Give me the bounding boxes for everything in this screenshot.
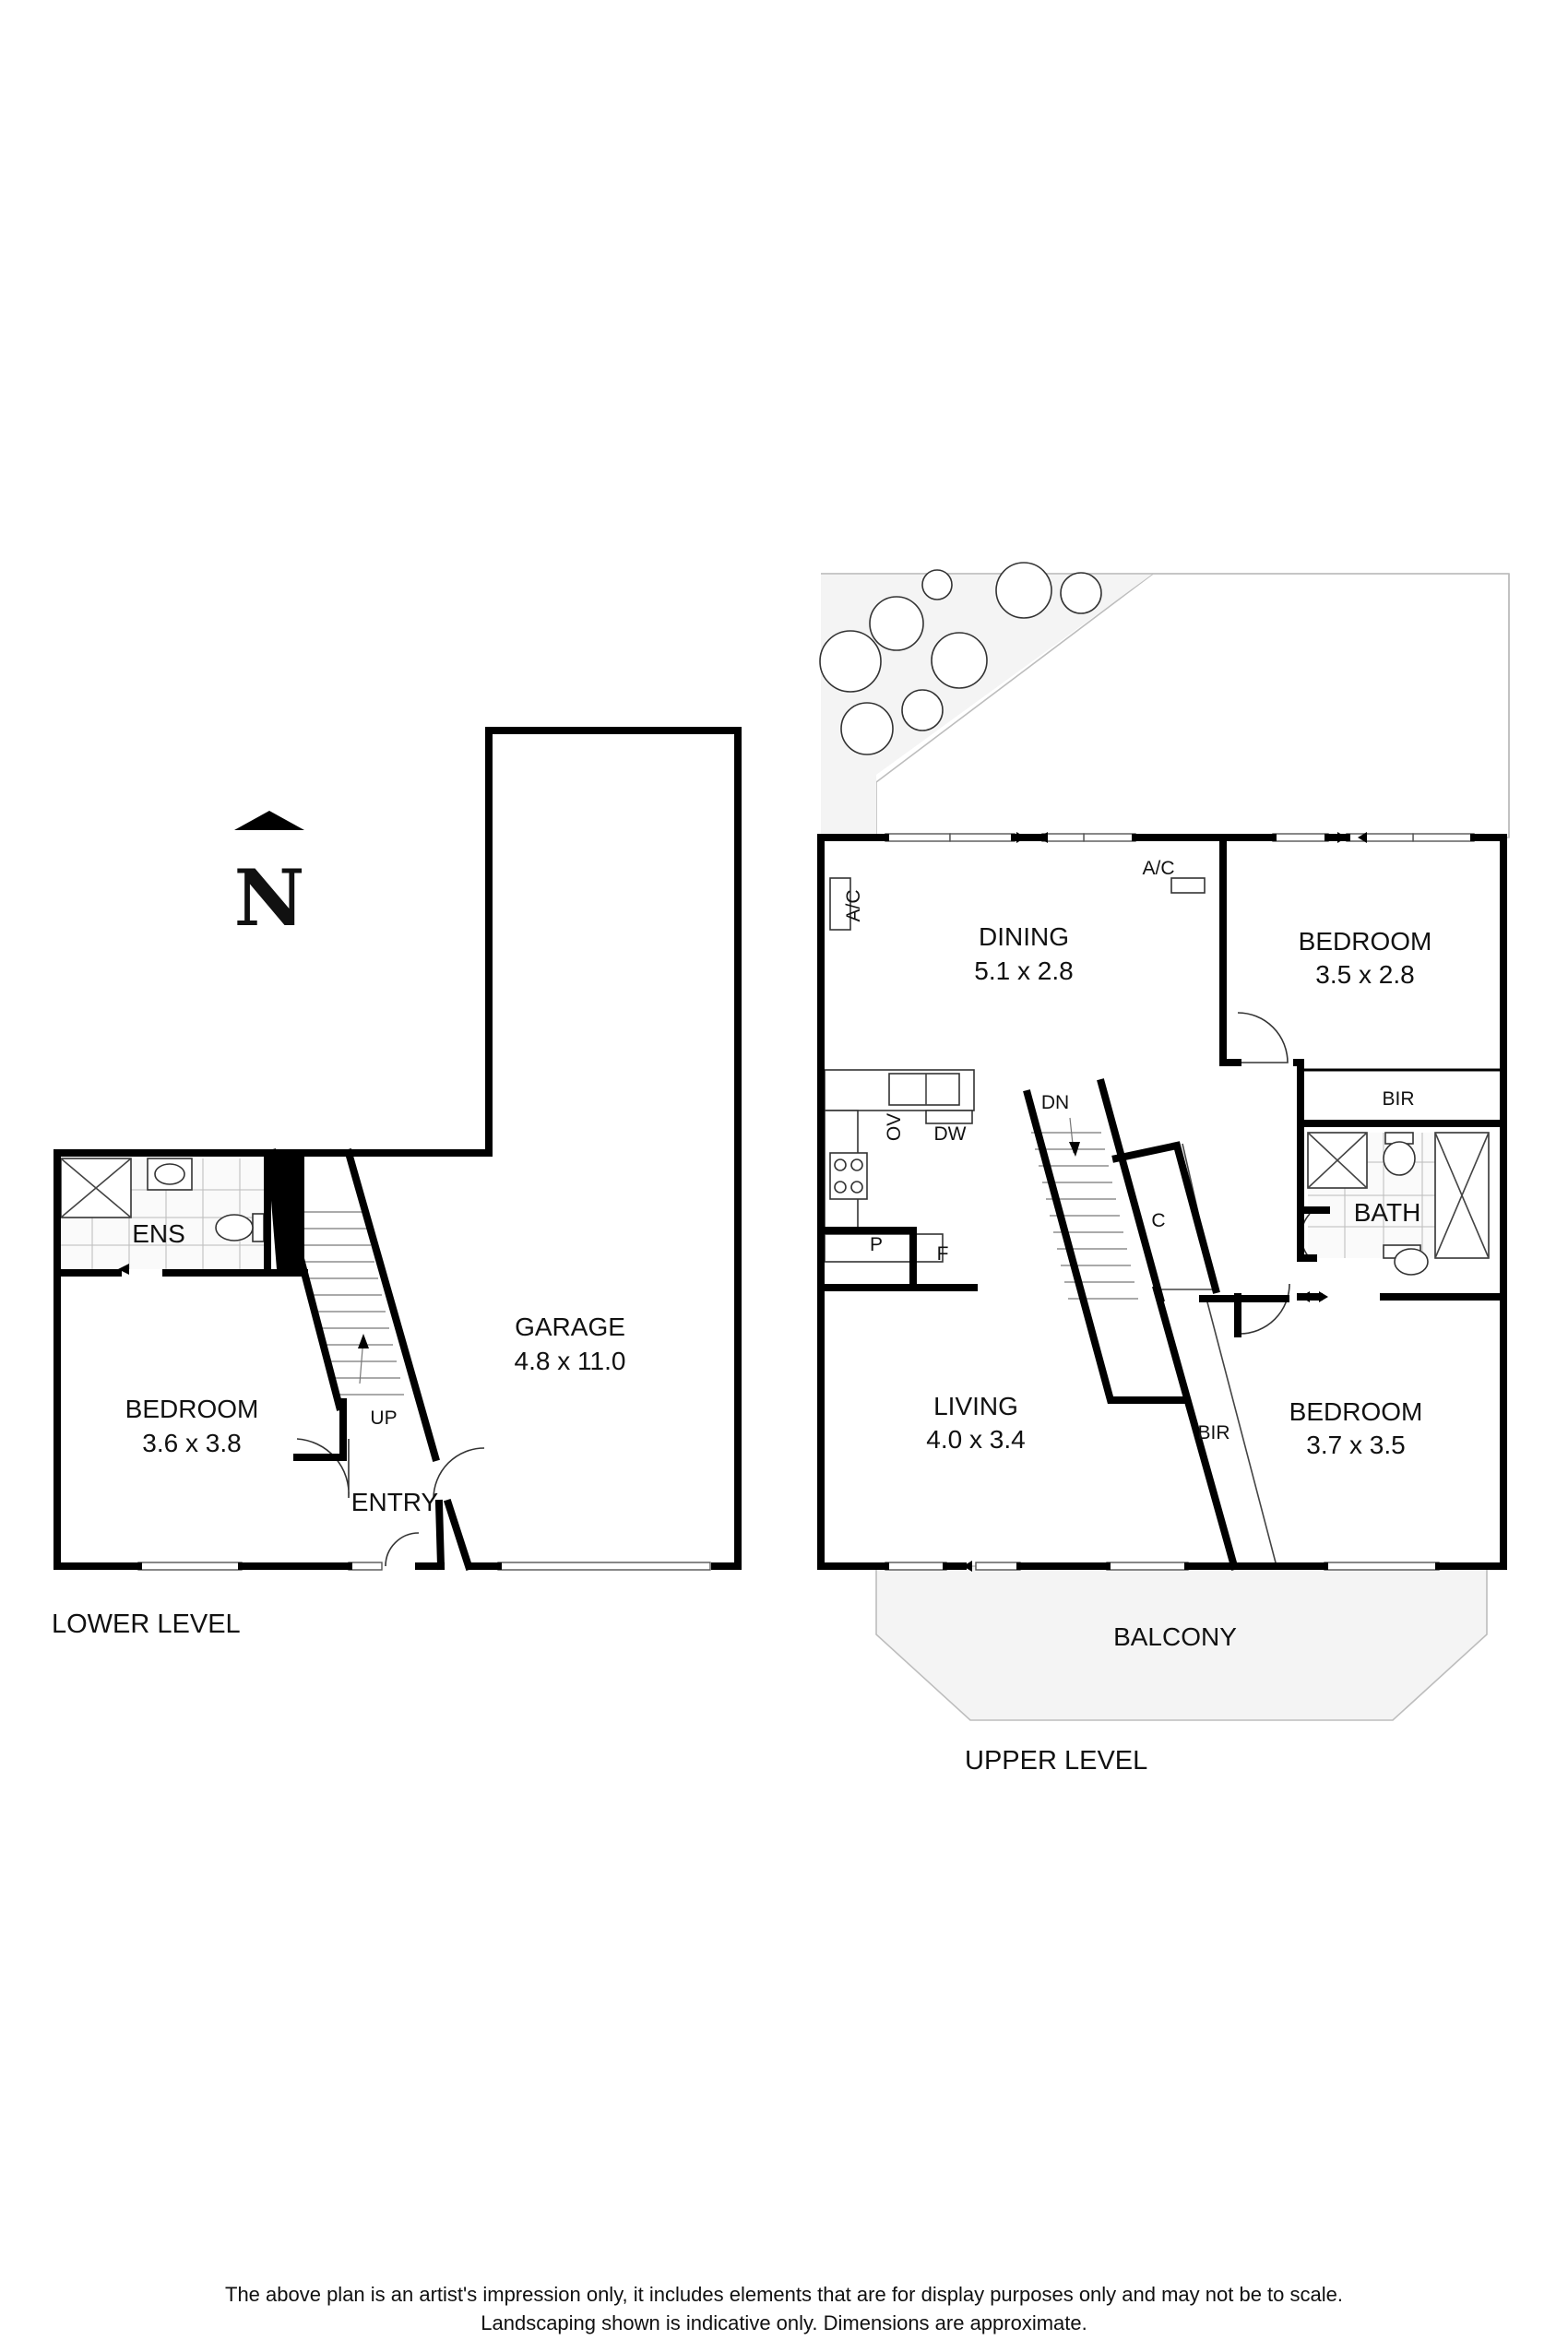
ac-unit-west bbox=[829, 877, 851, 931]
door-marker-icon bbox=[1358, 832, 1367, 843]
garage-size: 4.8 x 11.0 bbox=[515, 1347, 626, 1375]
dw-label: DW bbox=[934, 1123, 967, 1145]
bath-fixtures bbox=[1307, 1132, 1490, 1276]
bedroom-south-name: BEDROOM bbox=[1289, 1397, 1423, 1426]
stair-up-arrow-icon bbox=[358, 1334, 369, 1348]
garage-name: GARAGE bbox=[515, 1313, 625, 1341]
upper-stairs bbox=[1031, 1117, 1138, 1300]
north-arrow: N bbox=[234, 811, 305, 944]
ens-toilet-icon bbox=[215, 1213, 265, 1242]
garage-door-swing bbox=[433, 1447, 485, 1500]
disclaimer-line-2: Landscaping shown is indicative only. Di… bbox=[481, 2311, 1087, 2334]
sink-icon bbox=[888, 1073, 960, 1106]
disclaimer-line-1: The above plan is an artist's impression… bbox=[225, 2283, 1343, 2306]
door-marker-icon bbox=[118, 1264, 129, 1275]
bir-north-label: BIR bbox=[1382, 1088, 1414, 1110]
bath-label: BATH bbox=[1354, 1198, 1421, 1227]
ens-label: ENS bbox=[132, 1219, 185, 1248]
front-door-swing bbox=[385, 1532, 420, 1567]
ac-unit-north bbox=[1170, 877, 1206, 894]
entry-label: ENTRY bbox=[351, 1488, 439, 1516]
dishwasher bbox=[925, 1110, 973, 1124]
bedroom-door-swing bbox=[1239, 1283, 1290, 1335]
bedroom-door-swing bbox=[1237, 1012, 1289, 1063]
disclaimer: The above plan is an artist's impression… bbox=[0, 2280, 1568, 2337]
lower-level-title: LOWER LEVEL bbox=[52, 1610, 241, 1639]
upper-level-plan: DINING 5.1 x 2.8 BEDROOM 3.5 x 2.8 BIR B… bbox=[817, 562, 1510, 1776]
upper-walls bbox=[817, 834, 1507, 1571]
shrub-icons bbox=[819, 562, 1102, 755]
dining-name: DINING bbox=[979, 922, 1069, 951]
living-size: 4.0 x 3.4 bbox=[926, 1425, 1025, 1454]
bedroom-north-size: 3.5 x 2.8 bbox=[1315, 960, 1414, 989]
dining-size: 5.1 x 2.8 bbox=[974, 956, 1073, 985]
ac-north-label: A/C bbox=[1142, 858, 1174, 879]
robe-line bbox=[1206, 1298, 1277, 1567]
door-marker-icon bbox=[963, 1561, 972, 1572]
bir-south-label: BIR bbox=[1197, 1422, 1229, 1443]
ens-basin bbox=[147, 1158, 193, 1191]
cooktop-icon bbox=[829, 1152, 868, 1200]
window bbox=[348, 1562, 383, 1571]
north-letter: N bbox=[234, 852, 305, 944]
lower-level-plan: ENS BEDROOM 3.6 x 3.8 GARAGE 4.8 x 11.0 … bbox=[52, 727, 742, 1639]
stair-down-arrow-icon bbox=[1069, 1142, 1080, 1157]
lower-bedroom-name: BEDROOM bbox=[125, 1395, 259, 1423]
cupboard-label: C bbox=[1151, 1210, 1165, 1231]
window bbox=[137, 1562, 243, 1571]
pantry-label: P bbox=[870, 1234, 883, 1255]
fridge-label: F bbox=[937, 1243, 949, 1265]
ens-shower bbox=[60, 1158, 132, 1218]
pantry-bench bbox=[824, 1233, 944, 1263]
upper-level-title: UPPER LEVEL bbox=[965, 1746, 1147, 1776]
stairs-down-label: DN bbox=[1041, 1092, 1069, 1113]
living-name: LIVING bbox=[933, 1392, 1018, 1420]
balcony-label: BALCONY bbox=[1113, 1622, 1237, 1651]
ov-label: OV bbox=[884, 1113, 905, 1141]
north-arrow-icon bbox=[234, 811, 304, 830]
ac-west-label: A/C bbox=[843, 889, 864, 921]
lower-walls bbox=[53, 727, 742, 1572]
window bbox=[497, 1562, 711, 1571]
lower-bedroom-size: 3.6 x 3.8 bbox=[142, 1429, 241, 1457]
lower-stairs bbox=[293, 1211, 404, 1396]
bedroom-north-name: BEDROOM bbox=[1299, 927, 1432, 956]
stairs-up-label: UP bbox=[370, 1408, 397, 1429]
bedroom-south-size: 3.7 x 3.5 bbox=[1306, 1431, 1405, 1459]
